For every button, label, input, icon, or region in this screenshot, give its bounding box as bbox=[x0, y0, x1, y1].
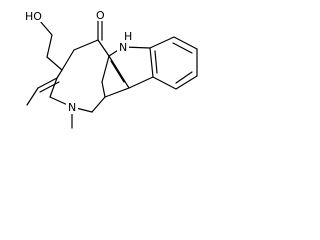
bond-c7-c6 bbox=[173, 36, 198, 50]
bond-ho-ch2 bbox=[39, 20, 53, 36]
bond-c5-c4 bbox=[175, 75, 198, 90]
bond-ring-c6-c7 bbox=[91, 96, 106, 113]
bond-ring-c8-c9 bbox=[49, 77, 58, 98]
bond-c3-c2-inner bbox=[110, 60, 125, 83]
bond-ch2-ch2 bbox=[46, 34, 53, 58]
bond-c7a-c7 bbox=[149, 36, 175, 49]
bond-ring-c4-c5 bbox=[101, 55, 110, 83]
ketone-oxygen-label: O bbox=[96, 9, 105, 22]
bond-ring-c3-c4 bbox=[97, 39, 110, 57]
bond-c3-ring bbox=[104, 87, 130, 98]
molecule-structure: O HO N H N bbox=[24, 8, 198, 129]
bond-c3a-c3 bbox=[128, 76, 154, 89]
bond-benzene-inner-3 bbox=[154, 50, 158, 74]
bond-ethylidene-double-a bbox=[37, 77, 58, 89]
bond-c4-c3a bbox=[152, 76, 177, 90]
bond-ring-c5-c6 bbox=[101, 81, 106, 98]
bond-benzene-inner-1 bbox=[172, 42, 193, 54]
bond-ring-c1-c2 bbox=[61, 49, 75, 71]
bond-benzene-inner-2 bbox=[175, 71, 193, 84]
bond-ring-c9-c1 bbox=[56, 69, 63, 79]
bond-ethylidene-ch3 bbox=[26, 87, 39, 106]
bond-ring-c2-c3 bbox=[73, 39, 99, 51]
bond-ethylidene-double-b bbox=[39, 81, 60, 93]
indole-nitrogen-label: N bbox=[119, 41, 127, 54]
bond-c3-c2 bbox=[108, 55, 130, 89]
indole-hydrogen-label: H bbox=[124, 30, 132, 43]
bond-c7a-c3a bbox=[149, 47, 154, 78]
bond-ch2-c-ring bbox=[46, 56, 63, 71]
hydroxyl-label: HO bbox=[25, 10, 42, 23]
amine-nitrogen-label: N bbox=[68, 101, 76, 114]
